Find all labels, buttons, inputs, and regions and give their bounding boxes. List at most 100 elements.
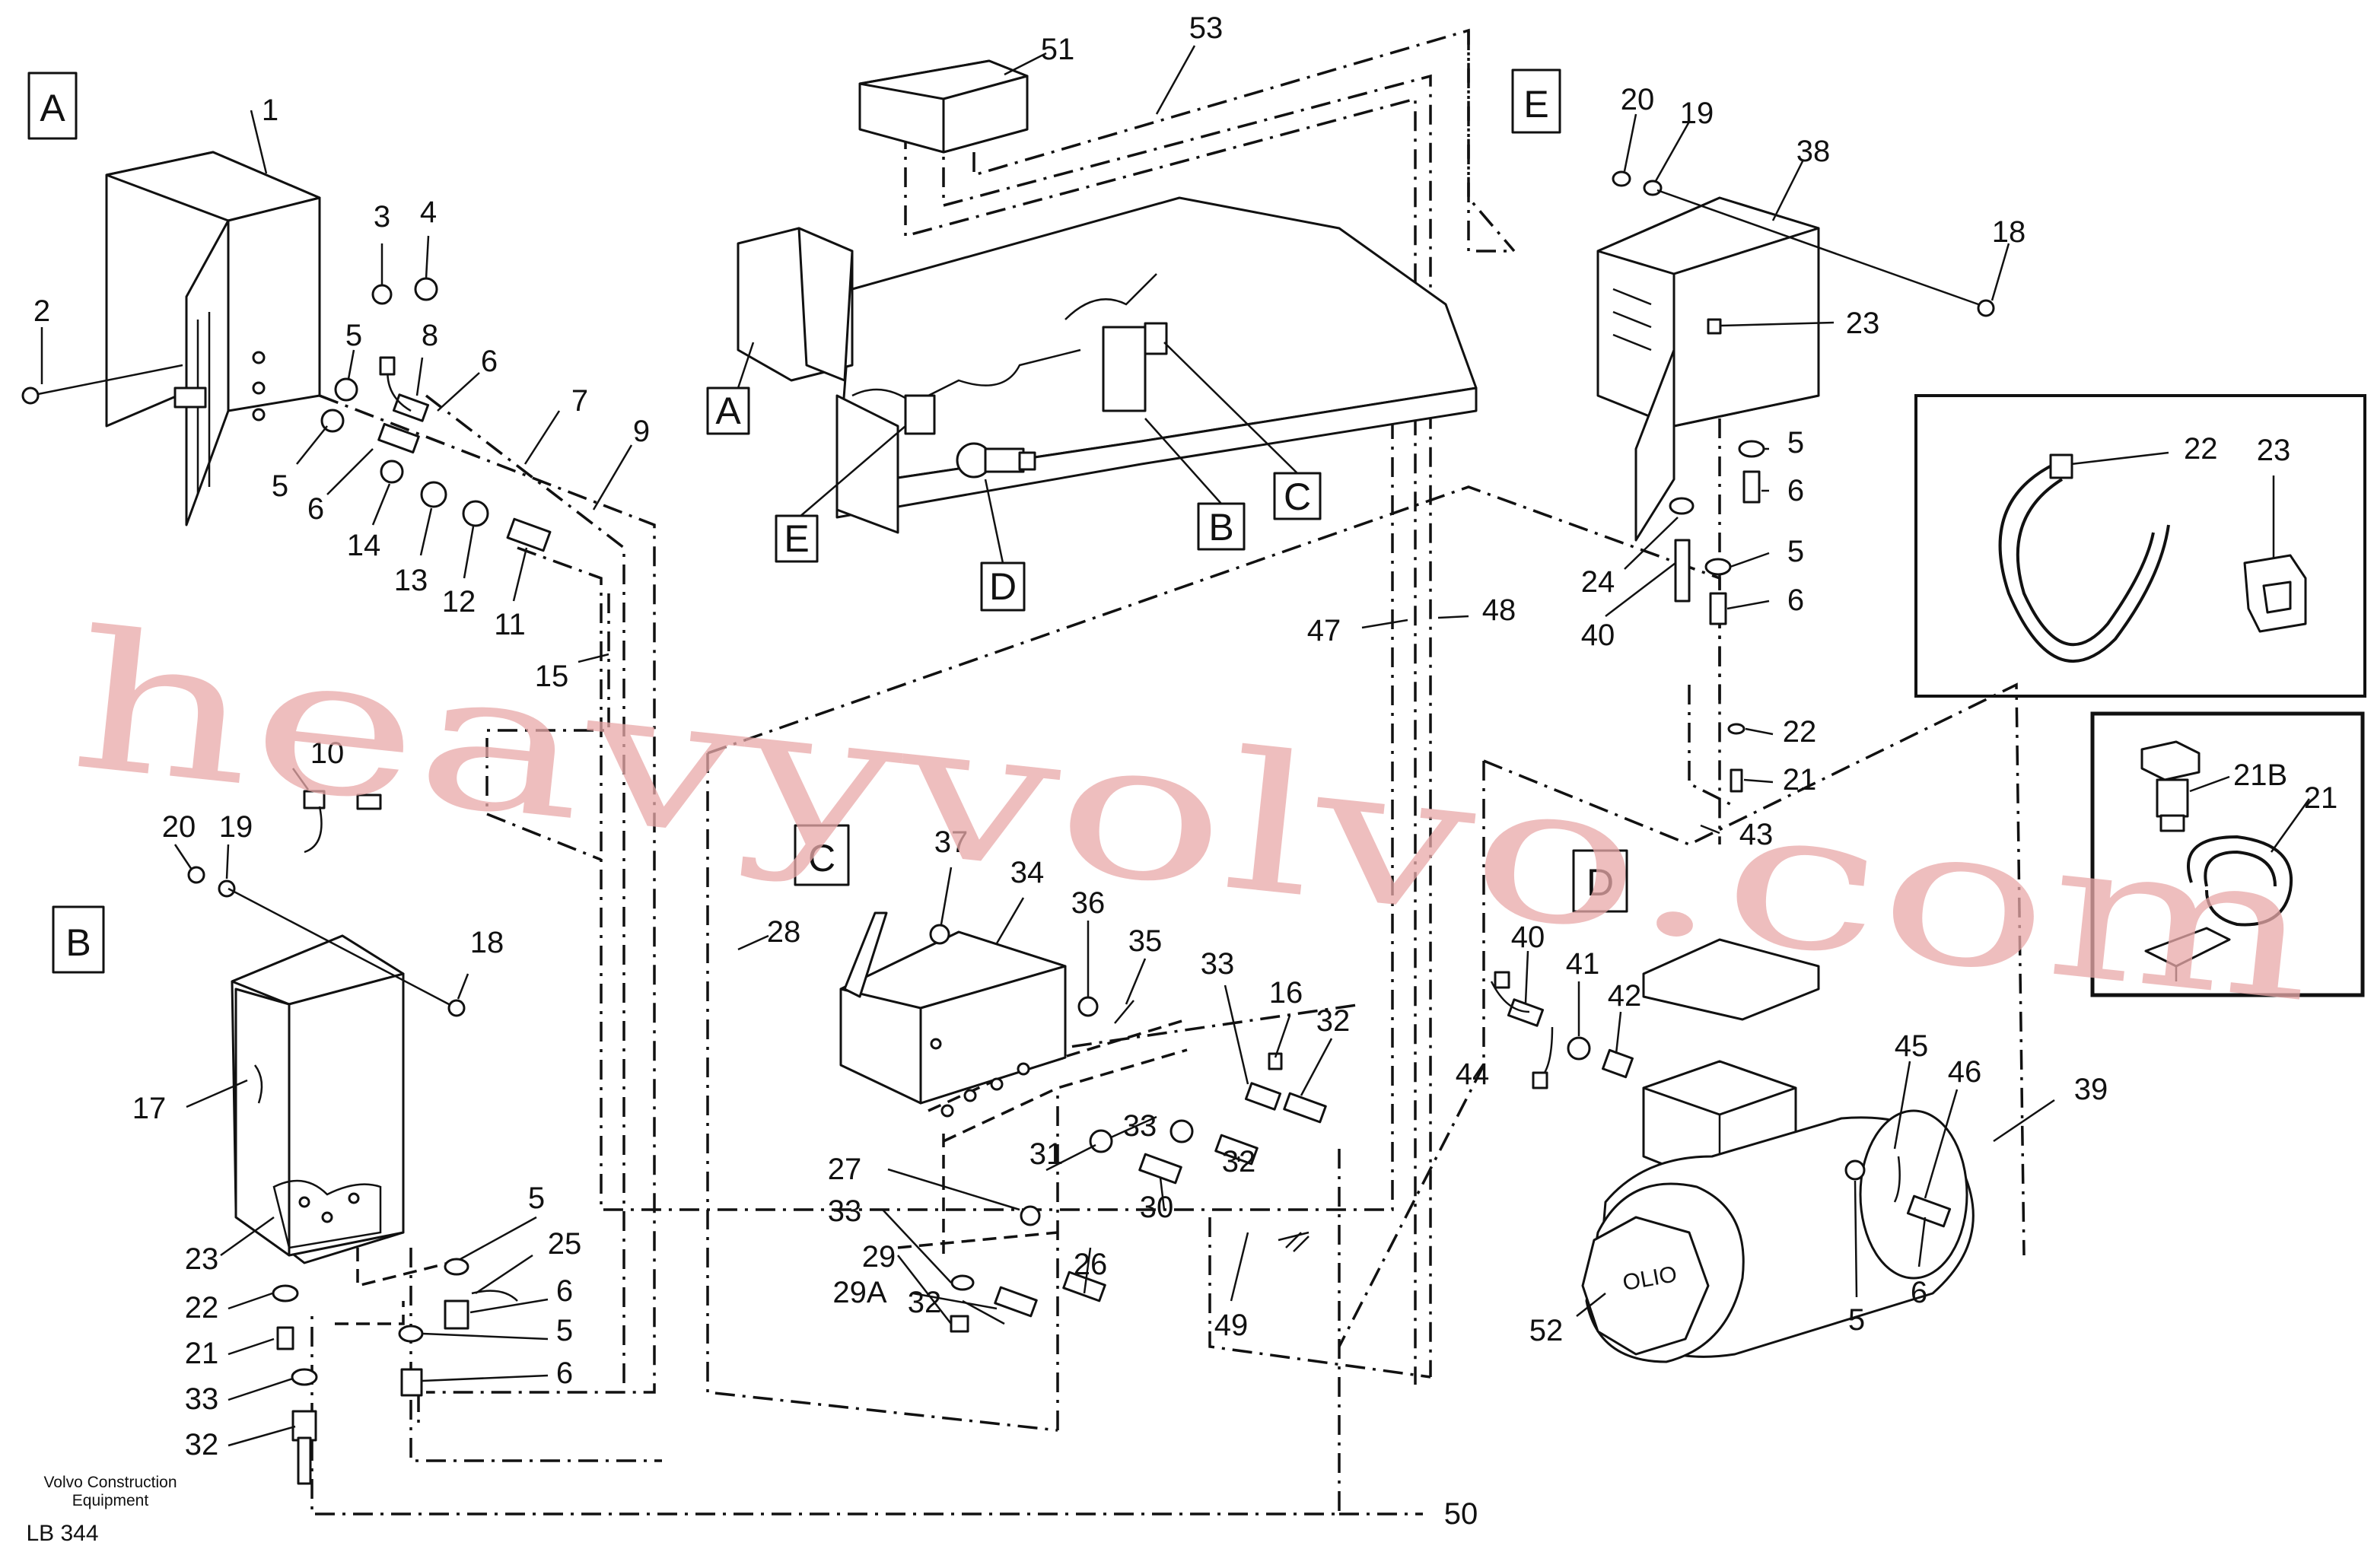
callout-e: E xyxy=(784,517,809,560)
part-number: 39 xyxy=(2074,1073,2108,1106)
part-number: 6 xyxy=(307,492,324,526)
callout-c: C xyxy=(1284,475,1311,518)
part-number: 33 xyxy=(185,1382,219,1416)
inset-cable-tie-and-clip: 22 23 xyxy=(1914,394,2366,698)
part-number: 31 xyxy=(1029,1137,1064,1171)
part-number: 21 xyxy=(185,1337,219,1370)
part-number: 5 xyxy=(1787,535,1804,568)
part-number: 17 xyxy=(132,1092,167,1125)
part-number: 24 xyxy=(1581,565,1615,599)
part-number: 6 xyxy=(1787,584,1804,617)
part-number: 10 xyxy=(310,736,345,770)
part-number: 5 xyxy=(1787,426,1804,460)
part-number: 50 xyxy=(1444,1497,1478,1531)
part-number: 52 xyxy=(1529,1314,1564,1347)
part-number: 29A xyxy=(832,1276,886,1309)
part-number: 5 xyxy=(272,469,288,503)
part-number: 6 xyxy=(556,1274,573,1308)
part-number: 28 xyxy=(767,915,801,949)
callout-d: D xyxy=(989,565,1017,608)
callout-b-box xyxy=(1197,502,1246,551)
part-number: 21B xyxy=(2233,759,2287,792)
part-number: 18 xyxy=(470,926,504,959)
part-number: 34 xyxy=(1010,856,1045,889)
part-number: 33 xyxy=(828,1194,862,1228)
part-number: 33 xyxy=(1123,1109,1157,1143)
part-number: 30 xyxy=(1140,1191,1174,1224)
part-number: 12 xyxy=(442,585,476,619)
part-number: 21 xyxy=(2304,781,2338,815)
part-number: 5 xyxy=(1848,1303,1865,1337)
part-number: 3 xyxy=(374,200,390,234)
part-number: 38 xyxy=(1796,135,1831,168)
section-a-junction-box: A xyxy=(21,72,650,693)
part-number: 27 xyxy=(828,1153,862,1186)
section-d-label: D xyxy=(1586,861,1614,904)
part-number: 11 xyxy=(494,608,526,641)
part-number: 2 xyxy=(33,294,50,328)
section-d-pump-motor: D OLIO 40 xyxy=(1456,849,2108,1363)
part-number: 14 xyxy=(347,529,381,562)
part-number: 53 xyxy=(1189,11,1224,45)
part-number: 22 xyxy=(185,1291,219,1325)
part-number: 15 xyxy=(535,660,569,693)
part-number: 22 xyxy=(1783,715,1817,749)
part-number: 46 xyxy=(1948,1055,1982,1089)
part-number: 25 xyxy=(548,1227,582,1261)
part-number: 43 xyxy=(1739,818,1774,851)
callout-e-box xyxy=(775,514,819,563)
inset-frame-upper xyxy=(1914,394,2366,698)
callout-b: B xyxy=(1208,506,1233,549)
section-e-junction-box: E 20 19 xyxy=(1511,68,2026,851)
inset-bolt-and-clamp: 21B 21 xyxy=(2090,711,2365,997)
footer-drawing-code: LB 344 xyxy=(26,1521,98,1546)
part-number: 23 xyxy=(2257,434,2291,467)
part-number: 23 xyxy=(1846,307,1880,340)
section-c-label-box xyxy=(794,824,850,886)
part-number: 32 xyxy=(908,1286,942,1319)
part-number: 48 xyxy=(1482,593,1516,627)
part-number: 32 xyxy=(185,1428,219,1461)
part-number: 23 xyxy=(185,1242,219,1276)
section-c-label: C xyxy=(808,837,835,879)
part-number: 26 xyxy=(1074,1248,1108,1281)
footer-company-line1: Volvo Construction xyxy=(43,1474,177,1491)
callout-a-box xyxy=(706,386,750,435)
section-c-junction-box: C xyxy=(737,824,1350,1342)
section-a-label: A xyxy=(40,87,65,129)
inset-frame-lower xyxy=(2090,711,2365,997)
part-number: 20 xyxy=(1621,83,1655,116)
part-number: 20 xyxy=(162,810,196,844)
section-b-label: B xyxy=(65,921,91,964)
section-d-label-box xyxy=(1572,849,1628,913)
part-number: 36 xyxy=(1071,886,1106,920)
part-number: 44 xyxy=(1456,1058,1490,1091)
section-b-label-box xyxy=(52,905,105,974)
part-number: 40 xyxy=(1511,921,1545,954)
footer-company-line2: Equipment xyxy=(72,1492,149,1509)
part-number: 5 xyxy=(528,1182,545,1215)
callout-c-box xyxy=(1273,472,1322,520)
part-number: 35 xyxy=(1128,924,1163,958)
part-number: 16 xyxy=(1269,976,1303,1010)
part-number: 29 xyxy=(862,1240,896,1274)
part-number: 47 xyxy=(1307,614,1341,647)
part-number: 22 xyxy=(2184,432,2218,466)
part-number: 19 xyxy=(1680,97,1714,130)
section-a-label-box xyxy=(27,72,78,140)
part-number: 21 xyxy=(1783,763,1817,797)
wiring-harness xyxy=(310,28,2026,1516)
part-number: 5 xyxy=(345,319,362,352)
part-number: 4 xyxy=(420,196,437,229)
cab-overview: 51 53 A E D B C xyxy=(706,11,1516,647)
part-number: 6 xyxy=(556,1356,573,1390)
part-number: 37 xyxy=(934,825,969,859)
part-number: 6 xyxy=(481,345,498,378)
part-number: 18 xyxy=(1992,215,2026,249)
callout-a: A xyxy=(715,390,741,432)
part-number: 41 xyxy=(1566,947,1600,981)
part-number: 49 xyxy=(1214,1309,1249,1342)
part-number: 6 xyxy=(1787,474,1804,507)
part-number: 5 xyxy=(556,1314,573,1347)
